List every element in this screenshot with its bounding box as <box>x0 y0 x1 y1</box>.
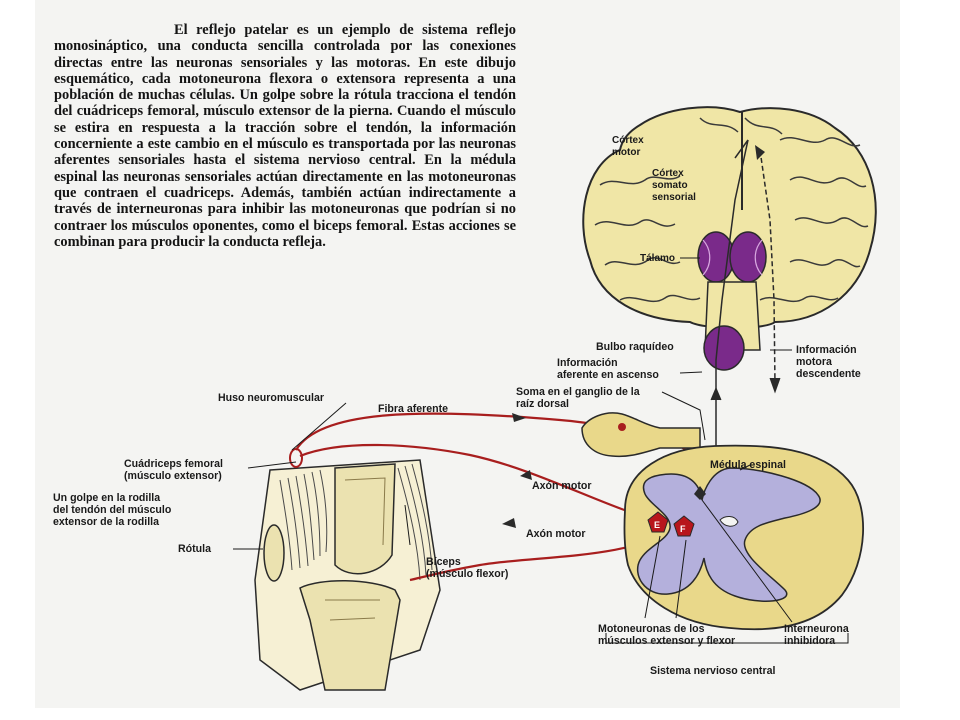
label-info-motora-2: motora <box>796 356 832 368</box>
motor-axon-extensor <box>299 443 659 522</box>
label-golpe-1: Un golpe en la rodilla <box>53 492 160 504</box>
afferent-fiber <box>295 412 619 451</box>
label-golpe-3: extensor de la rodilla <box>53 516 159 528</box>
neuron-flexor <box>673 515 695 537</box>
label-cortex-somato-3: sensorial <box>652 192 696 203</box>
grey-matter <box>636 467 821 602</box>
spinal-cord: E F <box>623 444 864 631</box>
medulla-oblongata <box>703 325 745 371</box>
thalamus-right <box>729 231 767 283</box>
neuron-e-label: E <box>654 520 660 530</box>
label-interneurona-2: inhibidora <box>784 635 835 647</box>
label-medula: Médula espinal <box>710 459 786 471</box>
dorsal-root-ganglion <box>581 412 701 458</box>
label-cuadriceps-1: Cuádriceps femoral <box>124 458 223 470</box>
label-talamo: Tálamo <box>640 253 675 264</box>
brain-gyri <box>594 117 869 303</box>
label-motoneuronas-1: Motoneuronas de los <box>598 623 705 635</box>
neuron-f-label: F <box>680 524 686 534</box>
label-cuadriceps-2: (músculo extensor) <box>124 470 222 482</box>
label-soma-1: Soma en el ganglio de la <box>516 386 640 398</box>
patella <box>263 524 285 582</box>
ganglion-soma <box>618 423 626 431</box>
biceps-fibers <box>397 463 433 581</box>
label-biceps-1: Bíceps <box>426 556 461 568</box>
neuron-extensor <box>647 511 669 533</box>
descending-pathway <box>759 149 776 386</box>
cortex-neuron <box>755 145 765 160</box>
label-golpe-2: del tendón del músculo <box>53 504 172 516</box>
label-cortex-motor-2: motor <box>612 147 640 158</box>
label-info-aferente-2: aferente en ascenso <box>557 369 659 381</box>
label-motoneuronas-2: músculos extensor y flexor <box>598 635 735 647</box>
label-cortex-somato-2: somato <box>652 180 688 191</box>
leader-lines <box>233 257 849 644</box>
label-axon-2: Axón motor <box>526 528 585 540</box>
label-huso: Huso neuromuscular <box>218 392 324 404</box>
muscle-spindle <box>289 448 303 468</box>
labels: Córtex motor Córtex somato sensorial Tál… <box>53 135 861 677</box>
label-cortex-motor-1: Córtex <box>612 135 644 146</box>
label-fibra: Fibra aferente <box>378 403 448 415</box>
label-axon-1: Axón motor <box>532 480 591 492</box>
label-soma-2: raíz dorsal <box>516 398 569 410</box>
label-rotula: Rótula <box>178 543 211 555</box>
brain <box>582 106 877 460</box>
label-biceps-2: (músculo flexor) <box>426 568 508 580</box>
femur <box>334 463 396 575</box>
label-interneurona-1: Interneurona <box>784 623 849 635</box>
label-cortex-somato-1: Córtex <box>652 168 684 179</box>
label-snc: Sistema nervioso central <box>650 665 775 677</box>
label-info-motora-1: Información <box>796 344 857 356</box>
brain-outline <box>582 106 877 329</box>
label-info-aferente-1: Información <box>557 357 618 369</box>
quadriceps-fibers <box>279 469 328 571</box>
intro-paragraph: El reflejo patelar es un ejemplo de sist… <box>54 22 516 250</box>
label-bulbo: Bulbo raquídeo <box>596 341 674 353</box>
inhibitory-interneuron <box>694 486 706 500</box>
knee <box>254 448 441 691</box>
tibia <box>299 579 401 691</box>
label-info-motora-3: descendente <box>796 368 861 380</box>
